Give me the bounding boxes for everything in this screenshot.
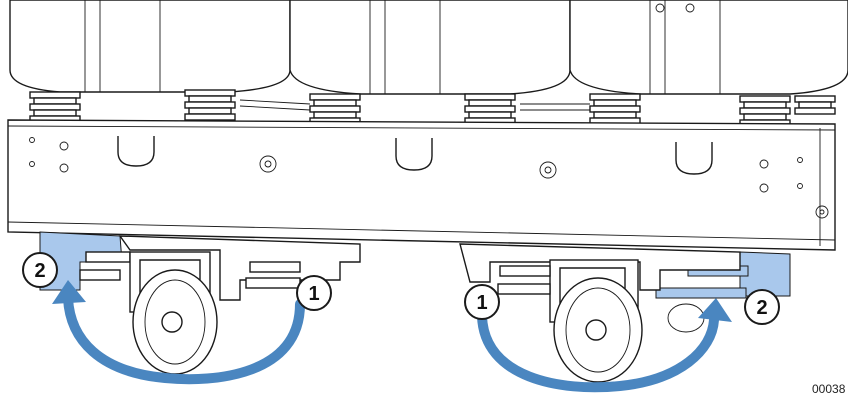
left-arrowhead bbox=[52, 280, 86, 304]
callout-right-inner: 1 bbox=[464, 284, 500, 320]
callout-left-outer: 2 bbox=[22, 252, 58, 288]
right-bracket-highlight bbox=[739, 251, 791, 297]
left-wheel-assembly bbox=[39, 231, 361, 375]
right-curved-arrow bbox=[477, 298, 732, 393]
reference-number: 00038 bbox=[812, 382, 846, 396]
callout-right-outer: 2 bbox=[744, 289, 780, 325]
base-frame bbox=[7, 119, 836, 251]
callout-left-inner: 1 bbox=[296, 275, 332, 311]
right-arrowhead bbox=[698, 298, 732, 322]
right-bracket-bar-lower bbox=[655, 287, 747, 299]
callout-label: 2 bbox=[756, 297, 767, 319]
transformer-coils bbox=[9, 0, 848, 95]
callout-label: 2 bbox=[34, 260, 45, 282]
callout-label: 1 bbox=[308, 283, 319, 305]
callout-label: 1 bbox=[476, 292, 487, 314]
left-curved-arrow bbox=[52, 280, 305, 385]
right-wheel-assembly bbox=[459, 243, 791, 383]
